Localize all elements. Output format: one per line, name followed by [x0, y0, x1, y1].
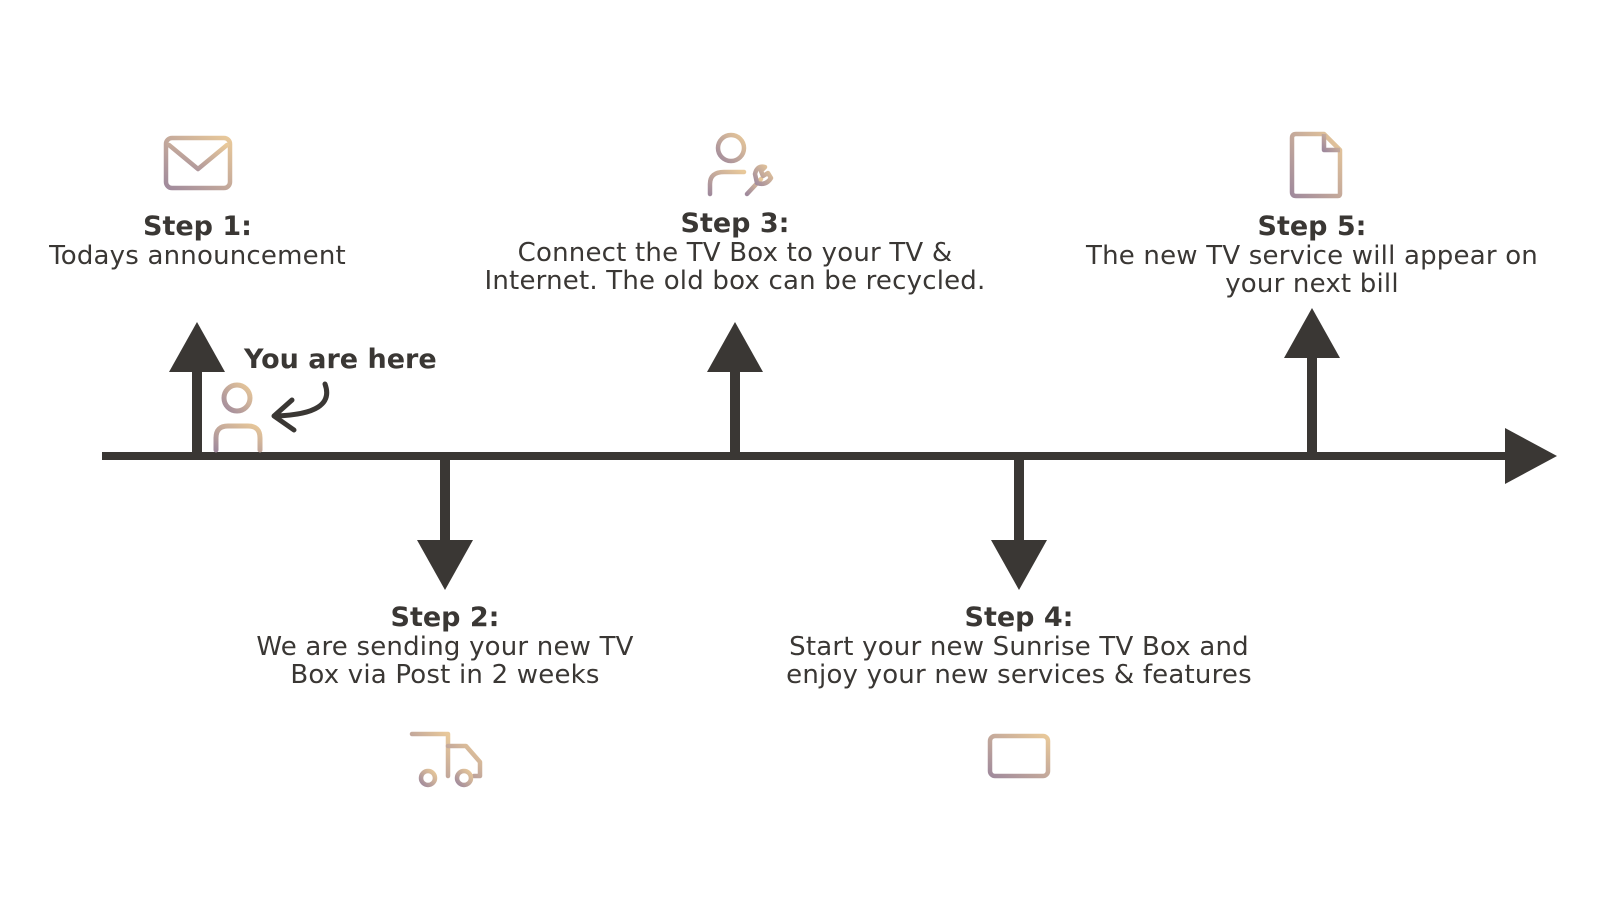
- step-1-title: Step 1:: [143, 211, 252, 242]
- step-4-title: Step 4:: [964, 602, 1074, 633]
- delivery-truck-icon: [409, 731, 483, 788]
- step-4-arrow: [991, 456, 1047, 590]
- document-icon: [1289, 131, 1343, 199]
- step-3: Step 3: Connect the TV Box to your TV & …: [460, 208, 1010, 296]
- envelope-icon: [163, 135, 233, 191]
- step-5: Step 5: The new TV service will appear o…: [1062, 211, 1562, 299]
- tv-monitor-icon: [987, 733, 1051, 791]
- step-3-title: Step 3:: [680, 208, 790, 239]
- step-2-title: Step 2:: [390, 602, 500, 633]
- step-1-description: Todays announcement: [49, 241, 346, 271]
- step-5-description: The new TV service will appear on your n…: [1086, 241, 1538, 299]
- you-are-here-label: You are here: [244, 344, 437, 375]
- curved-arrow-icon: [271, 381, 330, 433]
- step-2-arrow: [417, 456, 473, 590]
- technician-icon: [707, 132, 774, 197]
- step-1: Step 1: Todays announcement: [20, 211, 375, 271]
- person-icon: [213, 382, 263, 453]
- step-2-description: We are sending your new TV Box via Post …: [256, 632, 634, 690]
- step-3-description: Connect the TV Box to your TV & Internet…: [484, 238, 986, 296]
- timeline-axis: [102, 428, 1557, 484]
- step-5-arrow: [1284, 308, 1340, 456]
- step-1-arrow: [169, 322, 225, 456]
- step-5-title: Step 5:: [1257, 211, 1367, 242]
- step-4-description: Start your new Sunrise TV Box and enjoy …: [786, 632, 1252, 690]
- step-2: Step 2: We are sending your new TV Box v…: [225, 602, 665, 690]
- step-4: Step 4: Start your new Sunrise TV Box an…: [764, 602, 1274, 690]
- step-3-arrow: [707, 322, 763, 456]
